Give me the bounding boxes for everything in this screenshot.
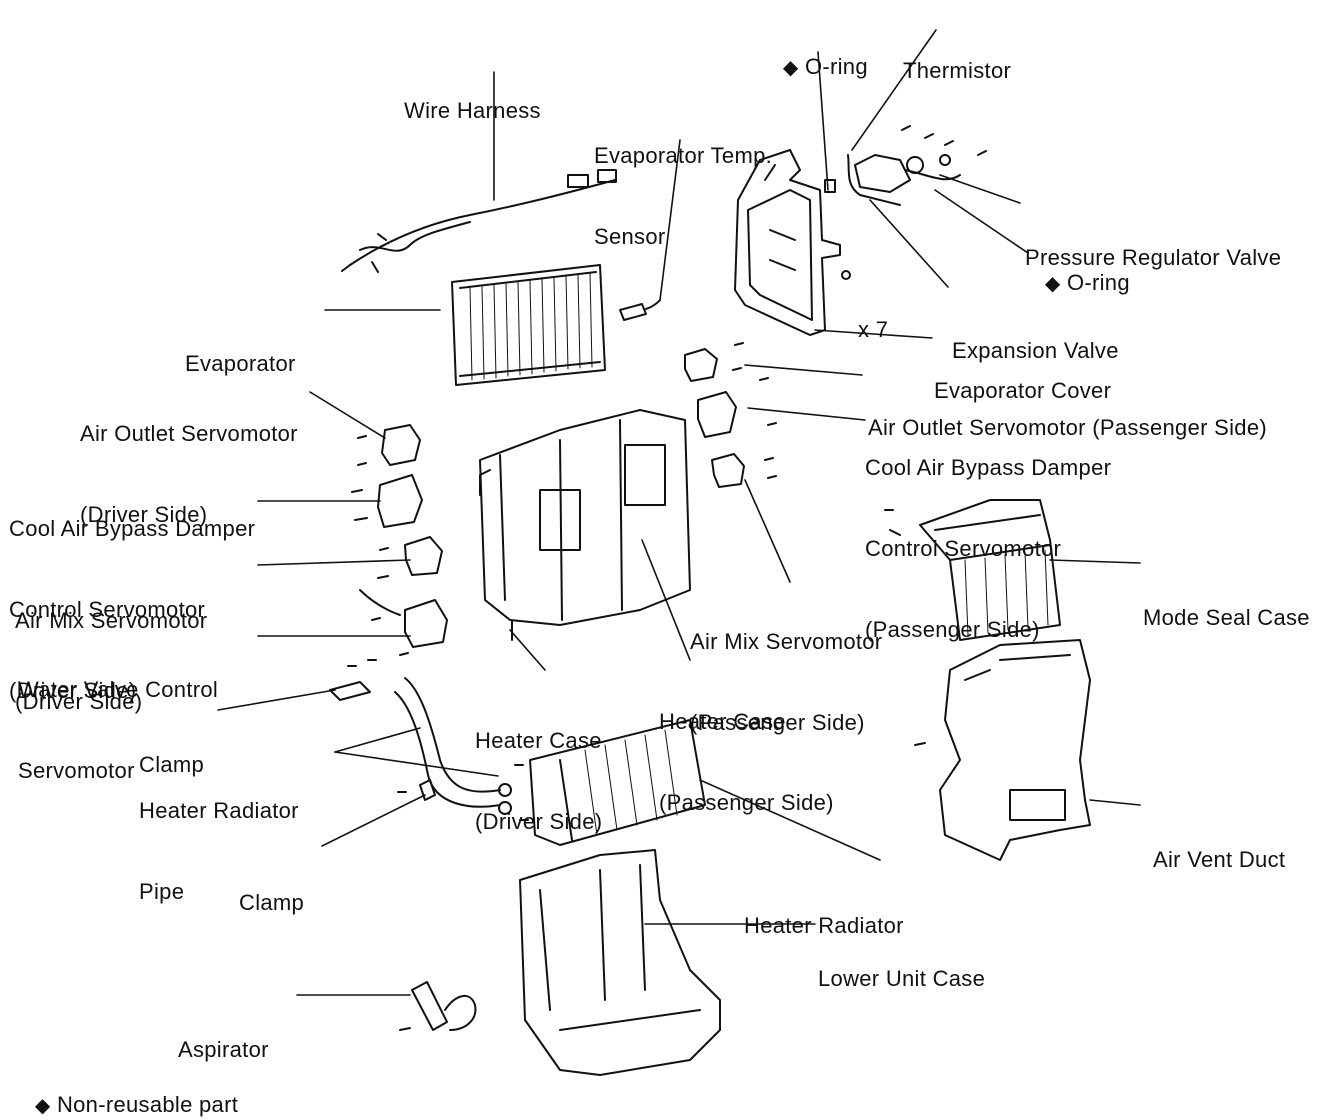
air-vent-duct-drawing [914, 639, 1091, 861]
heater-case-driver-label: Heater Case (Driver Side) [475, 728, 603, 834]
water-valve-servo-label: Water Valve Control Servomotor [18, 677, 219, 783]
valve-assembly-drawing [824, 125, 987, 206]
aspirator-drawing [399, 981, 477, 1031]
cool-air-bypass-passenger-label: Cool Air Bypass Damper Control Servomoto… [865, 455, 1112, 642]
clamp-upper-label: Clamp [139, 752, 205, 777]
wire-harness-label: Wire Harness [404, 98, 541, 123]
air-vent-duct-label: Air Vent Duct [1153, 847, 1286, 872]
heater-radiator-drawing [498, 719, 706, 846]
mode-seal-case-drawing [884, 499, 1061, 641]
evaporator-cover-drawing [734, 149, 841, 336]
oring-right-label: ◆ O-ring [1044, 270, 1130, 295]
exploded-diagram: Thermistor ◆ O-ring Wire Harness Evapora… [9, 29, 1310, 1117]
oring-top-label: ◆ O-ring [782, 54, 868, 79]
heater-case-drawing [479, 409, 691, 641]
air-outlet-servo-passenger-label: Air Outlet Servomotor (Passenger Side) [868, 415, 1267, 440]
heater-case-passenger-label: Heater Case (Passenger Side) [659, 709, 834, 815]
pressure-regulator-valve-label: Pressure Regulator Valve [1025, 245, 1282, 270]
air-outlet-servo-driver-label: Air Outlet Servomotor (Driver Side) [80, 421, 298, 527]
heater-radiator-label: Heater Radiator [744, 913, 904, 938]
lower-unit-case-label: Lower Unit Case [818, 966, 986, 991]
servomotor-driver-drawings [351, 424, 448, 656]
legend: ◆ Non-reusable part [22, 1064, 238, 1120]
lower-unit-case-drawing [519, 849, 721, 1076]
screw-count-label: x 7 [858, 317, 889, 342]
servomotor-passenger-drawings [684, 342, 777, 488]
mode-seal-case-label: Mode Seal Case [1143, 605, 1310, 630]
thermistor-label: Thermistor [903, 58, 1012, 83]
aspirator-label: Aspirator [178, 1037, 269, 1062]
cool-air-bypass-driver-label: Cool Air Bypass Damper Control Servomoto… [9, 516, 256, 703]
diagram-artwork [217, 29, 1141, 1076]
air-mix-servo-driver-label: Air Mix Servomotor (Driver Side) [15, 608, 208, 714]
wire-harness-drawing [341, 169, 617, 273]
diamond-icon: ◆ [782, 57, 799, 79]
evap-temp-sensor-drawing [619, 299, 661, 321]
heater-radiator-pipe-label: Heater Radiator Pipe [139, 798, 299, 904]
screw-x7-drawing [841, 270, 851, 280]
evap-temp-sensor-label: Evaporator Temp. Sensor [594, 143, 773, 249]
evaporator-drawing [451, 264, 606, 386]
expansion-valve-label: Expansion Valve [952, 338, 1119, 363]
heater-radiator-pipe-drawing [329, 659, 501, 808]
air-mix-servo-passenger-label: Air Mix Servomotor (Passenger Side) [690, 629, 883, 735]
clamp-lower-label: Clamp [239, 890, 305, 915]
evaporator-label: Evaporator [185, 351, 296, 376]
diamond-icon: ◆ [1044, 273, 1061, 295]
diamond-icon: ◆ [34, 1095, 51, 1117]
evaporator-cover-label: Evaporator Cover [934, 378, 1112, 403]
